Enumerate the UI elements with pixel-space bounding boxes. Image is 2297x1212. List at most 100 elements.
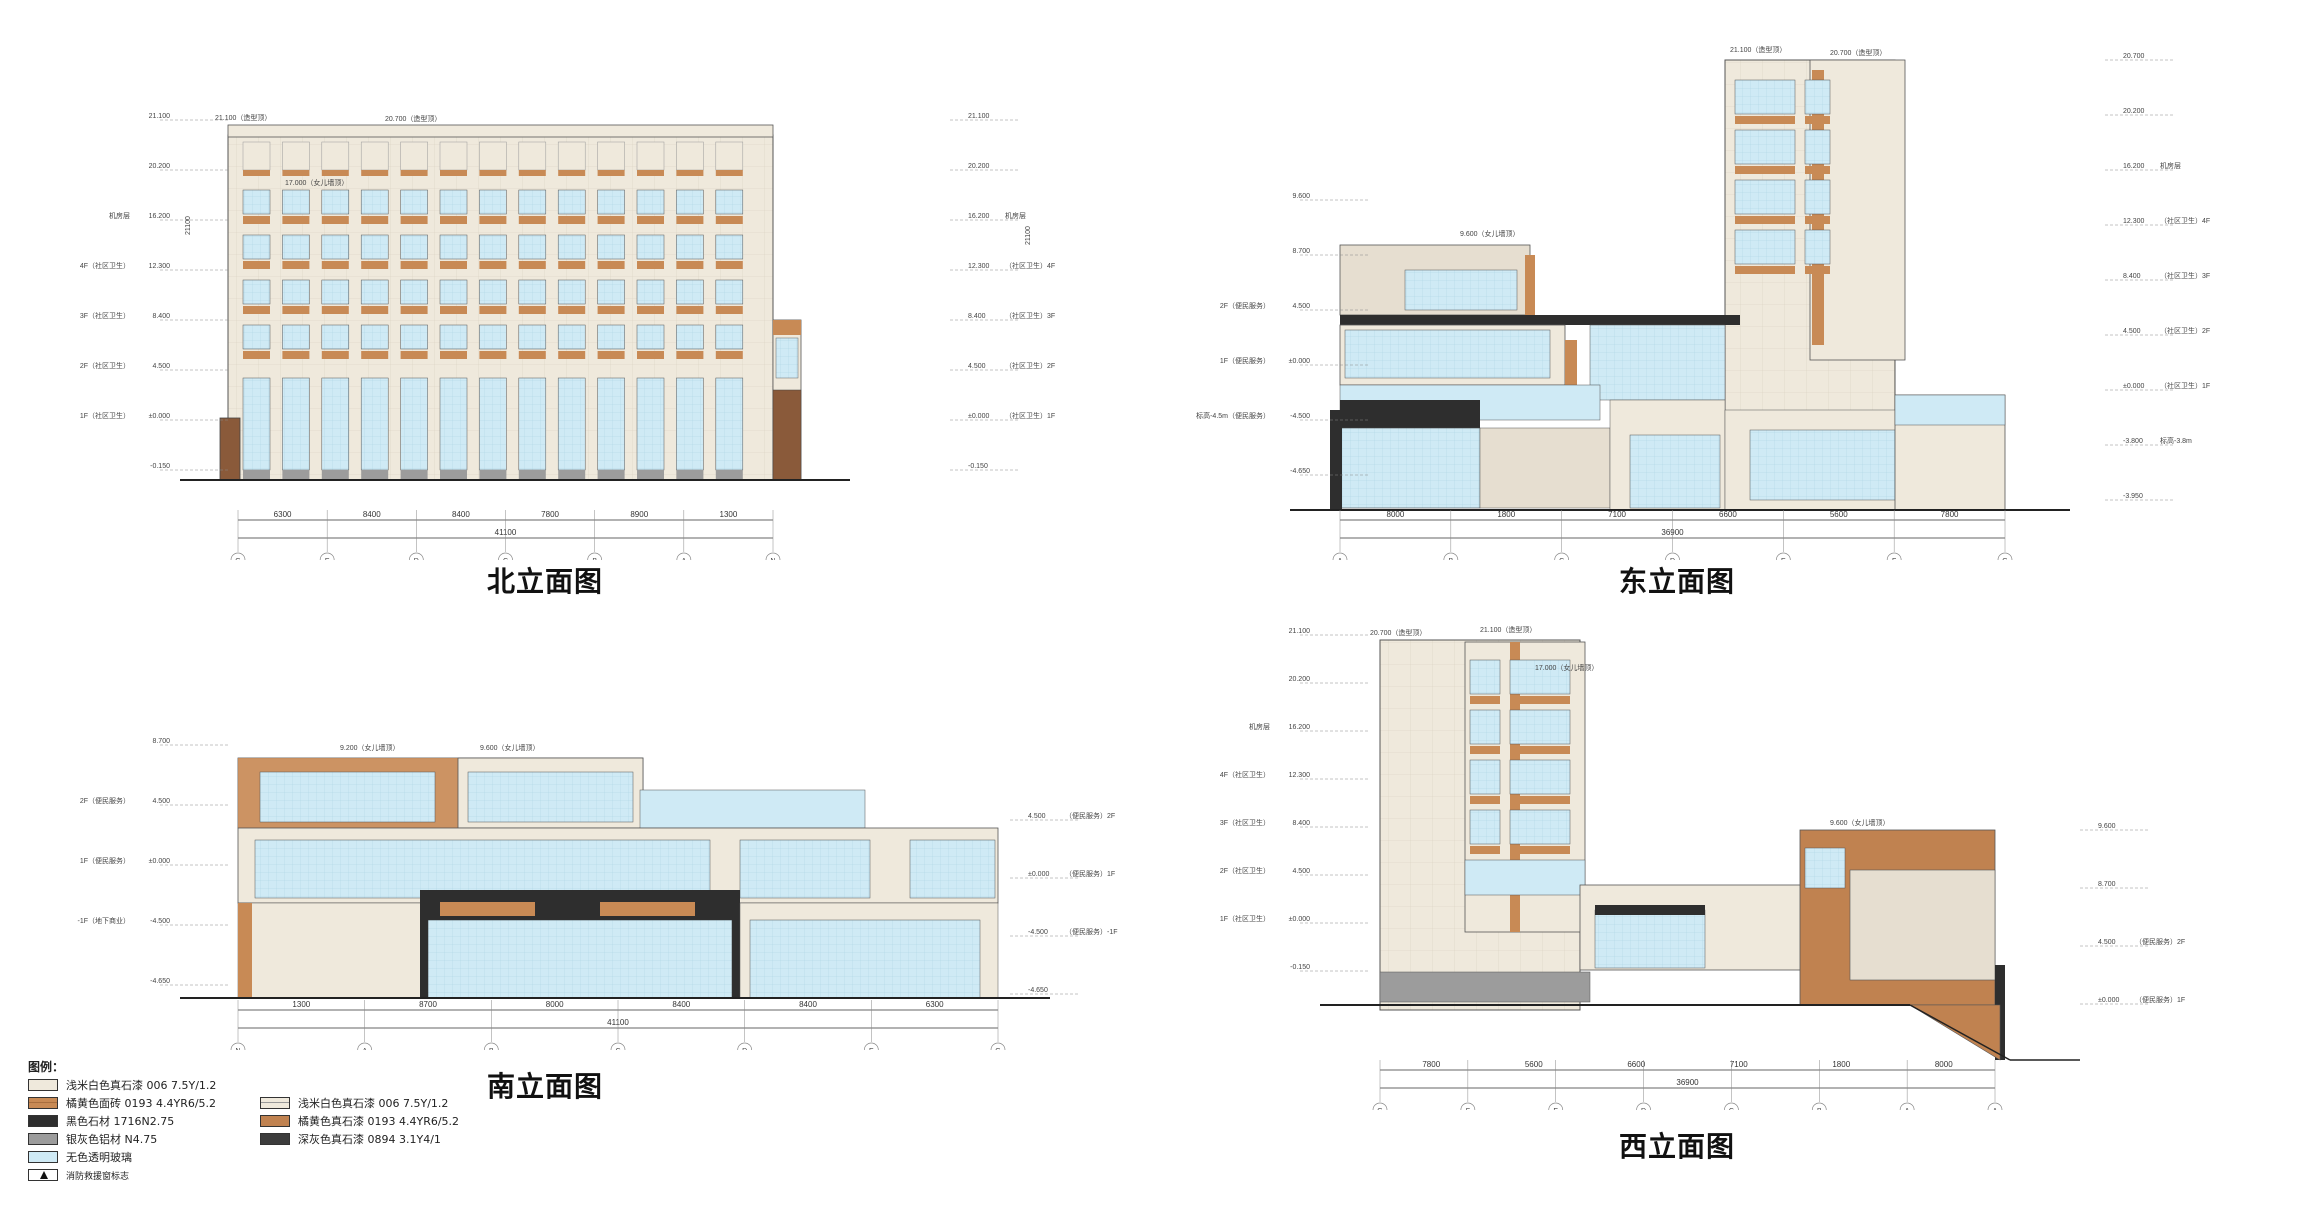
floor-label: 机房层 [2160, 161, 2181, 170]
level-label: -4.650 [150, 978, 170, 985]
dim-value: 7100 [1608, 510, 1626, 519]
legend-item-black: 黑色石材 1716N2.75 [28, 1114, 174, 1128]
east-elevation-title: 东立面图 [1619, 565, 1736, 598]
level-label: 20.200 [1289, 676, 1311, 683]
axis-label: E [1553, 1108, 1558, 1110]
dim-value: 8700 [419, 1000, 437, 1009]
level-label: 4.500 [152, 798, 170, 805]
axis-label: A [1905, 1108, 1910, 1110]
legend-label: 浅米白色真石漆 006 7.5Y/1.2 [66, 1079, 217, 1092]
level-label: 8.700 [152, 738, 170, 745]
dim-value: 7800 [1422, 1060, 1440, 1069]
swatch-glass-icon [28, 1151, 58, 1163]
dim-value: 8400 [363, 510, 381, 519]
dim-value: 8900 [630, 510, 648, 519]
dim-value: 8000 [1387, 510, 1405, 519]
floor-label: 4F（社区卫生） [80, 261, 130, 270]
floor-label: （社区卫生）4F [1005, 261, 1055, 270]
south-note-0: 9.200（女儿墙顶） [340, 743, 400, 752]
level-label: -4.650 [1028, 987, 1048, 994]
level-label: ±0.000 [1289, 916, 1310, 923]
floor-label: -1F（地下商业） [78, 916, 131, 925]
level-label: 21.100 [968, 113, 990, 120]
level-label: 4.500 [2123, 328, 2141, 335]
level-label: 20.700 [2123, 53, 2145, 60]
floor-label: （便民服务）2F [1065, 811, 1115, 820]
level-label: 21.100 [1289, 628, 1311, 635]
dim-value: 7100 [1730, 1060, 1748, 1069]
legend-item-brick: 橘黄色面砖 0193 4.4YR6/5.2 [28, 1096, 216, 1110]
legend-item-stone: 浅米白色真石漆 006 7.5Y/1.2 [28, 1078, 216, 1092]
floor-label: 1F（便民服务） [1220, 356, 1270, 365]
axis-label: C [1729, 1108, 1734, 1110]
level-label: 4.500 [968, 363, 986, 370]
axis-label: A [681, 558, 686, 560]
west-note-2: 17.000（女儿墙顶） [1535, 663, 1598, 672]
fire-rescue-window-icon [28, 1169, 58, 1181]
legend-item-silver: 银灰色铝材 N4.75 [28, 1132, 157, 1146]
axis-label: D [414, 558, 419, 560]
floor-label: 1F（社区卫生） [1220, 914, 1270, 923]
level-label: -4.500 [1028, 929, 1048, 936]
level-label: 16.200 [149, 213, 171, 220]
level-label: -4.650 [1290, 468, 1310, 475]
west-elevation-drawing: 21.10020.20016.200机房层12.3004F（社区卫生）8.400… [1220, 625, 2185, 1118]
floor-label: （社区卫生）3F [1005, 311, 1055, 320]
west-note-0: 20.700（造型顶） [1370, 628, 1426, 637]
floor-label: 机房层 [1249, 722, 1270, 731]
level-label: 21.100 [149, 113, 171, 120]
east-level-marks: 9.6008.7004.5002F（便民服务）±0.0001F（便民服务）-4.… [1196, 53, 2210, 501]
east-note-0: 21.100（造型顶） [1730, 45, 1786, 54]
north-note-0: 21.100（造型顶） [215, 113, 271, 122]
swatch-stone-grid-icon [260, 1097, 290, 1109]
dim-value: 7800 [1941, 510, 1959, 519]
axis-label: A [1338, 558, 1343, 560]
level-label: 8.700 [1292, 248, 1310, 255]
axis-label: B [489, 1048, 494, 1050]
floor-label: （社区卫生）1F [1005, 411, 1055, 420]
south-elevation-title: 南立面图 [487, 1070, 604, 1103]
level-label: ±0.000 [2123, 383, 2144, 390]
level-label: 12.300 [968, 263, 990, 270]
level-label: 8.400 [152, 313, 170, 320]
floor-label: 标高-4.5m（便民服务） [1196, 411, 1270, 420]
north-window-grid [242, 141, 744, 480]
floor-label: 3F（社区卫生） [80, 311, 130, 320]
legend-item-glass: 无色透明玻璃 [28, 1150, 132, 1164]
swatch-brick-icon [28, 1097, 58, 1109]
level-label: 4.500 [1292, 303, 1310, 310]
south-note-1: 9.600（女儿墙顶） [480, 743, 540, 752]
level-label: 8.400 [2123, 273, 2141, 280]
east-elevation-drawing: 9.6008.7004.5002F（便民服务）±0.0001F（便民服务）-4.… [1196, 45, 2210, 568]
axis-label: E [869, 1048, 874, 1050]
legend-label: 深灰色真石漆 0894 3.1Y4/1 [298, 1133, 441, 1146]
south-level-marks: 8.7004.5002F（便民服务）±0.0001F（便民服务）-4.500-1… [78, 738, 1118, 995]
swatch-black-icon [28, 1115, 58, 1127]
east-dimension-line: 80001800710066005600780036900ABCDEFG [1332, 510, 2013, 568]
level-label: 16.200 [1289, 724, 1311, 731]
legend-label: 银灰色铝材 N4.75 [66, 1133, 158, 1146]
level-label: 8.700 [2098, 881, 2116, 888]
floor-label: 2F（社区卫生） [80, 361, 130, 370]
floor-label: 2F（便民服务） [80, 796, 130, 805]
dim-total: 36900 [1676, 1078, 1699, 1087]
dim-value: 8400 [672, 1000, 690, 1009]
dim-total: 41100 [495, 528, 517, 537]
level-label: 20.200 [2123, 108, 2145, 115]
level-label: ±0.000 [968, 413, 989, 420]
floor-label: 1F（社区卫生） [80, 411, 130, 420]
swatch-orange-icon [260, 1115, 290, 1127]
level-label: -4.500 [150, 918, 170, 925]
dim-value: 8400 [799, 1000, 817, 1009]
level-label: 12.300 [1289, 772, 1311, 779]
level-label: -0.150 [1290, 964, 1310, 971]
level-label: -3.950 [2123, 493, 2143, 500]
floor-label: （便民服务）1F [1065, 869, 1115, 878]
south-dimension-line: 13008700800084008400630041100NABCDEG [230, 1000, 1006, 1058]
axis-label: F [1466, 1108, 1470, 1110]
level-label: -0.150 [150, 463, 170, 470]
north-elevation-drawing: 21.10020.20016.200机房层12.3004F（社区卫生）8.400… [80, 113, 1055, 568]
floor-label: （社区卫生）4F [2160, 216, 2210, 225]
axis-label: N [770, 558, 775, 560]
